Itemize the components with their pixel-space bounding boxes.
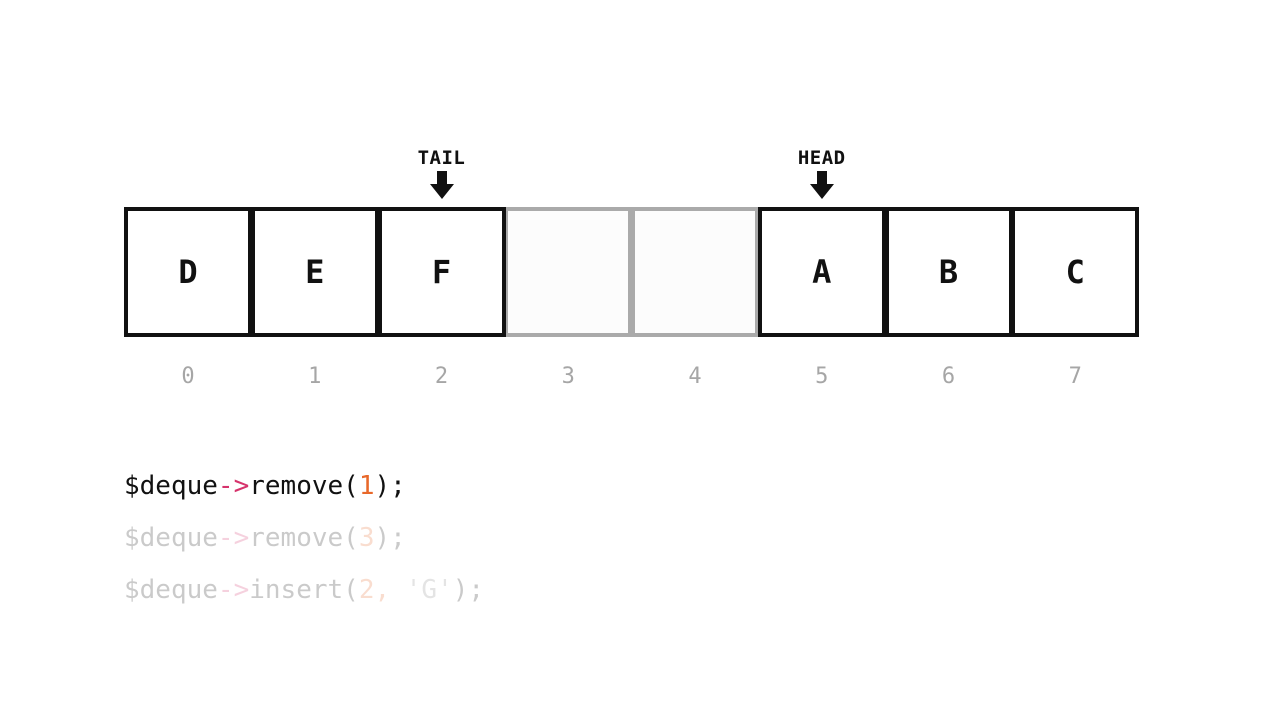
code-variable: $deque [124,523,218,553]
code-variable: $deque [124,575,218,605]
cell-value: F [431,253,452,291]
head-label: HEAD [797,147,846,169]
buffer-cell: B [884,207,1013,337]
code-operator: -> [217,523,250,553]
tail-pointer: TAIL [397,147,487,199]
buffer-cell: E [250,207,379,337]
code-variable: $deque [124,471,218,501]
tail-label: TAIL [417,147,466,169]
cell-value: E [305,253,325,291]
cell-index-label: 7 [1068,364,1082,389]
cell-index-label: 5 [815,364,829,389]
buffer-cell [504,207,633,337]
code-paren-open: ( [343,471,359,501]
cell-index-label: 2 [434,364,449,389]
code-method: insert [249,575,344,605]
cell-value: D [178,253,198,291]
code-paren-close: ); [452,575,485,605]
cell-value: A [812,253,832,291]
code-paren-open: ( [343,523,359,553]
code-line: $deque->remove(1); [124,468,484,520]
cell-index-label: 6 [941,364,956,389]
cell-index-label: 0 [181,364,195,389]
code-method: remove [249,471,344,501]
head-pointer: HEAD [777,147,867,199]
cell-index-label: 3 [561,364,575,389]
buffer-cell [631,207,759,337]
arrow-down-icon [809,171,834,199]
cell-value: C [1065,253,1085,291]
buffer-cell: A [757,207,886,337]
arrow-down-icon [429,171,454,199]
code-block: $deque->remove(1);$deque->remove(3);$deq… [124,468,484,624]
code-paren-close: ); [374,523,406,553]
cell-value: B [938,253,959,291]
code-arg-separator: , [374,575,406,605]
code-method: remove [249,523,344,553]
buffer-cell: F [377,207,506,337]
cell-index-label: 1 [308,364,322,389]
code-paren-close: ); [374,471,406,501]
code-number-arg: 3 [358,523,375,553]
code-operator: -> [217,471,250,501]
code-line: $deque->insert(2, 'G'); [124,572,484,624]
cell-index-label: 4 [688,364,702,389]
buffer-cell: C [1011,207,1140,337]
code-number-arg: 2 [358,575,375,605]
code-line: $deque->remove(3); [124,520,484,572]
buffer-cell: D [124,207,252,337]
code-operator: -> [217,575,250,605]
code-paren-open: ( [343,575,359,605]
code-string-arg: 'G' [405,575,453,605]
code-number-arg: 1 [358,471,375,501]
